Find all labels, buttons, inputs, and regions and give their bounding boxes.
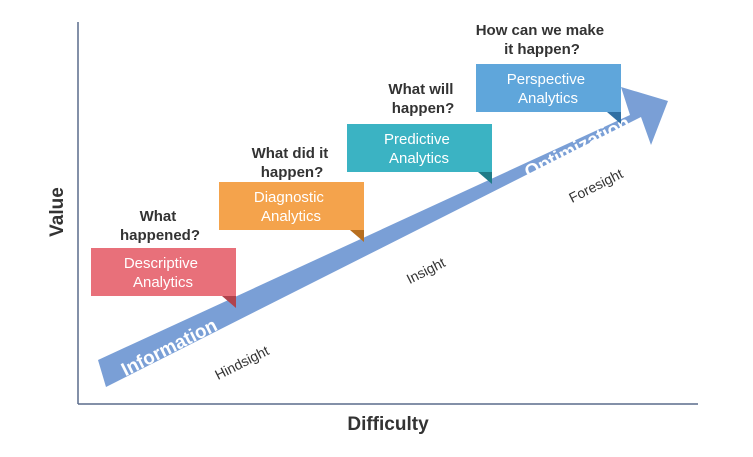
stage-label: Predictive Analytics [384,131,454,167]
stage-diagnostic: What did it happen? Diagnostic Analytics [219,145,364,242]
hindsight-label: Hindsight [212,342,271,383]
x-axis-title: Difficulty [347,414,429,435]
foresight-label: Foresight [566,165,625,206]
stage-box-fold [350,230,364,242]
stage-question: How can we make it happen? [476,22,609,58]
growth-arrow-shape [98,87,668,387]
insight-label: Insight [404,254,448,287]
stage-perspective: How can we make it happen? Perspective A… [476,22,621,124]
stage-box [347,124,492,172]
stage-descriptive: What happened? Descriptive Analytics [91,208,236,308]
stage-box [219,182,364,230]
stage-question: What will happen? [388,81,457,117]
stage-box-fold [478,172,492,184]
stage-label: Perspective Analytics [507,71,590,107]
stage-label: Descriptive Analytics [124,255,202,291]
stage-question: What happened? [120,208,200,244]
stage-label: Diagnostic Analytics [254,189,328,225]
stage-box [476,64,621,112]
stage-question: What did it happen? [252,145,333,181]
stage-predictive: What will happen? Predictive Analytics [347,81,492,184]
y-axis-title: Value [47,187,68,237]
stage-box-fold [222,296,236,308]
stage-box [91,248,236,296]
stage-box-fold [607,112,621,124]
